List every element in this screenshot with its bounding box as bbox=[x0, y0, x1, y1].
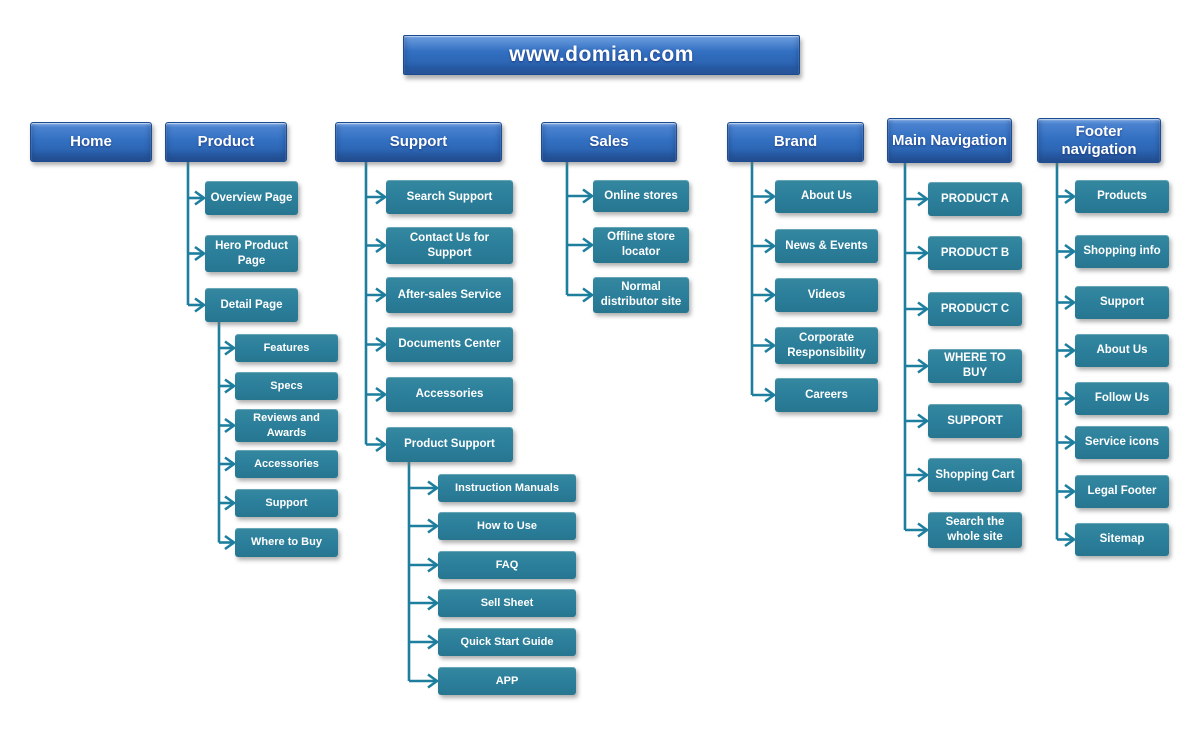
node-sitemap[interactable]: Sitemap bbox=[1075, 523, 1169, 556]
node-detail-page[interactable]: Detail Page bbox=[205, 288, 298, 322]
node-online-stores[interactable]: Online stores bbox=[593, 180, 689, 212]
node-shopping-info[interactable]: Shopping info bbox=[1075, 235, 1169, 268]
node-normal-distributor-site[interactable]: Normal distributor site bbox=[593, 277, 689, 313]
node-about-us-brand[interactable]: About Us bbox=[775, 180, 878, 213]
node-faq[interactable]: FAQ bbox=[438, 551, 576, 579]
node-app[interactable]: APP bbox=[438, 667, 576, 695]
node-search-support[interactable]: Search Support bbox=[386, 180, 513, 214]
node-product-c[interactable]: PRODUCT C bbox=[928, 292, 1022, 326]
node-features[interactable]: Features bbox=[235, 334, 338, 362]
section-footer-navigation[interactable]: Footer navigation bbox=[1037, 118, 1161, 163]
node-follow-us[interactable]: Follow Us bbox=[1075, 382, 1169, 415]
section-product[interactable]: Product bbox=[165, 122, 287, 162]
node-where-to-buy-nav[interactable]: WHERE TO BUY bbox=[928, 349, 1022, 383]
node-legal-footer[interactable]: Legal Footer bbox=[1075, 475, 1169, 508]
node-news-and-events[interactable]: News & Events bbox=[775, 229, 878, 263]
node-support-nav[interactable]: SUPPORT bbox=[928, 404, 1022, 438]
node-service-icons[interactable]: Service icons bbox=[1075, 426, 1169, 459]
node-offline-store-locator[interactable]: Offline store locator bbox=[593, 227, 689, 263]
node-overview-page[interactable]: Overview Page bbox=[205, 181, 298, 215]
site-root-node: www.domian.com bbox=[403, 35, 800, 75]
node-videos[interactable]: Videos bbox=[775, 278, 878, 312]
node-support-footer[interactable]: Support bbox=[1075, 286, 1169, 319]
node-product-a[interactable]: PRODUCT A bbox=[928, 182, 1022, 216]
node-support-detail[interactable]: Support bbox=[235, 489, 338, 517]
node-search-the-whole-site[interactable]: Search the whole site bbox=[928, 512, 1022, 548]
node-hero-product-page[interactable]: Hero Product Page bbox=[205, 235, 298, 272]
node-products-footer[interactable]: Products bbox=[1075, 180, 1169, 213]
section-main-navigation[interactable]: Main Navigation bbox=[887, 118, 1012, 163]
node-reviews-and-awards[interactable]: Reviews and Awards bbox=[235, 409, 338, 442]
node-specs[interactable]: Specs bbox=[235, 372, 338, 400]
node-sell-sheet[interactable]: Sell Sheet bbox=[438, 589, 576, 617]
section-sales[interactable]: Sales bbox=[541, 122, 677, 162]
node-accessories-support[interactable]: Accessories bbox=[386, 377, 513, 412]
node-careers[interactable]: Careers bbox=[775, 378, 878, 412]
node-corporate-responsibility[interactable]: Corporate Responsibility bbox=[775, 327, 878, 364]
node-product-b[interactable]: PRODUCT B bbox=[928, 236, 1022, 270]
node-instruction-manuals[interactable]: Instruction Manuals bbox=[438, 474, 576, 502]
node-documents-center[interactable]: Documents Center bbox=[386, 327, 513, 362]
section-support[interactable]: Support bbox=[335, 122, 502, 162]
node-how-to-use[interactable]: How to Use bbox=[438, 512, 576, 540]
node-contact-us-for-support[interactable]: Contact Us for Support bbox=[386, 227, 513, 264]
node-where-to-buy[interactable]: Where to Buy bbox=[235, 528, 338, 557]
section-brand[interactable]: Brand bbox=[727, 122, 864, 162]
node-product-support[interactable]: Product Support bbox=[386, 427, 513, 462]
node-about-us-footer[interactable]: About Us bbox=[1075, 334, 1169, 367]
node-quick-start-guide[interactable]: Quick Start Guide bbox=[438, 628, 576, 656]
node-after-sales-service[interactable]: After-sales Service bbox=[386, 277, 513, 313]
node-shopping-cart[interactable]: Shopping Cart bbox=[928, 458, 1022, 492]
node-accessories-detail[interactable]: Accessories bbox=[235, 450, 338, 478]
section-home[interactable]: Home bbox=[30, 122, 152, 162]
